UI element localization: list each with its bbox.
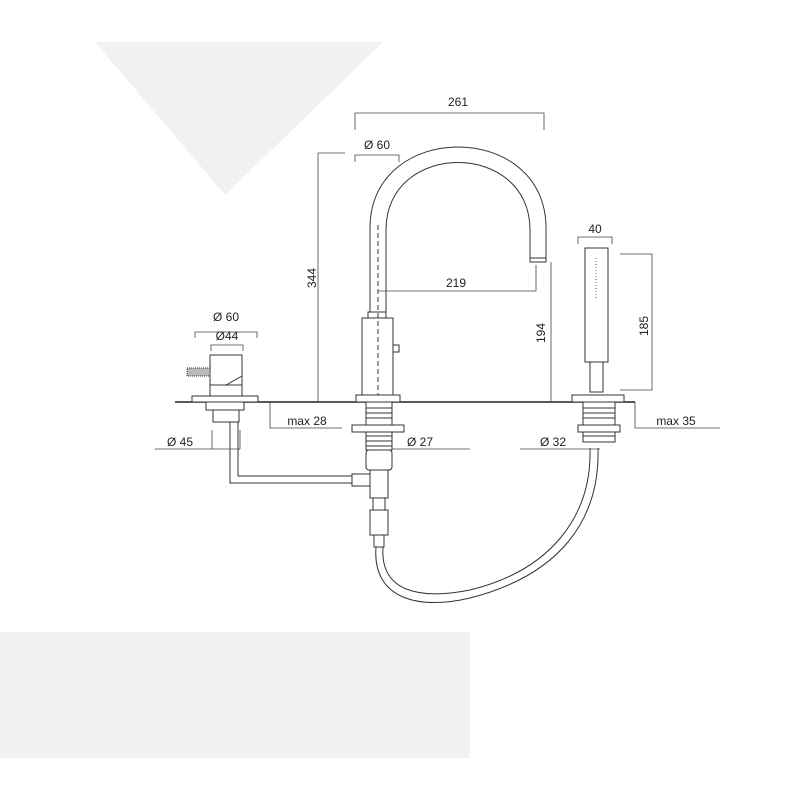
dim-mixer-body: Ø44: [216, 329, 239, 343]
dim-spout-diameter: Ø 60: [364, 138, 390, 152]
side-mixer: [186, 354, 352, 484]
dim-max-28: max 28: [287, 414, 327, 428]
hand-shower: [571, 247, 625, 443]
dim-219: 219: [446, 276, 466, 290]
dim-194: 194: [534, 323, 548, 343]
dim-max-35: max 35: [656, 414, 696, 428]
dim-344: 344: [305, 268, 319, 288]
hose: [375, 447, 599, 604]
dimension-lines: [155, 112, 720, 450]
dim-mixer-hole: Ø 45: [167, 435, 193, 449]
dim-spout-hole: Ø 27: [407, 435, 433, 449]
dim-40: 40: [588, 222, 602, 236]
dim-185: 185: [637, 316, 651, 336]
dim-mixer-escutcheon: Ø 60: [213, 310, 239, 324]
dim-handshower-hole: Ø 32: [540, 435, 566, 449]
knurled-lever: [186, 367, 211, 377]
dim-261: 261: [448, 95, 468, 109]
background-panel: [0, 632, 470, 758]
background-triangle: [95, 42, 383, 195]
main-spout: [351, 146, 547, 548]
